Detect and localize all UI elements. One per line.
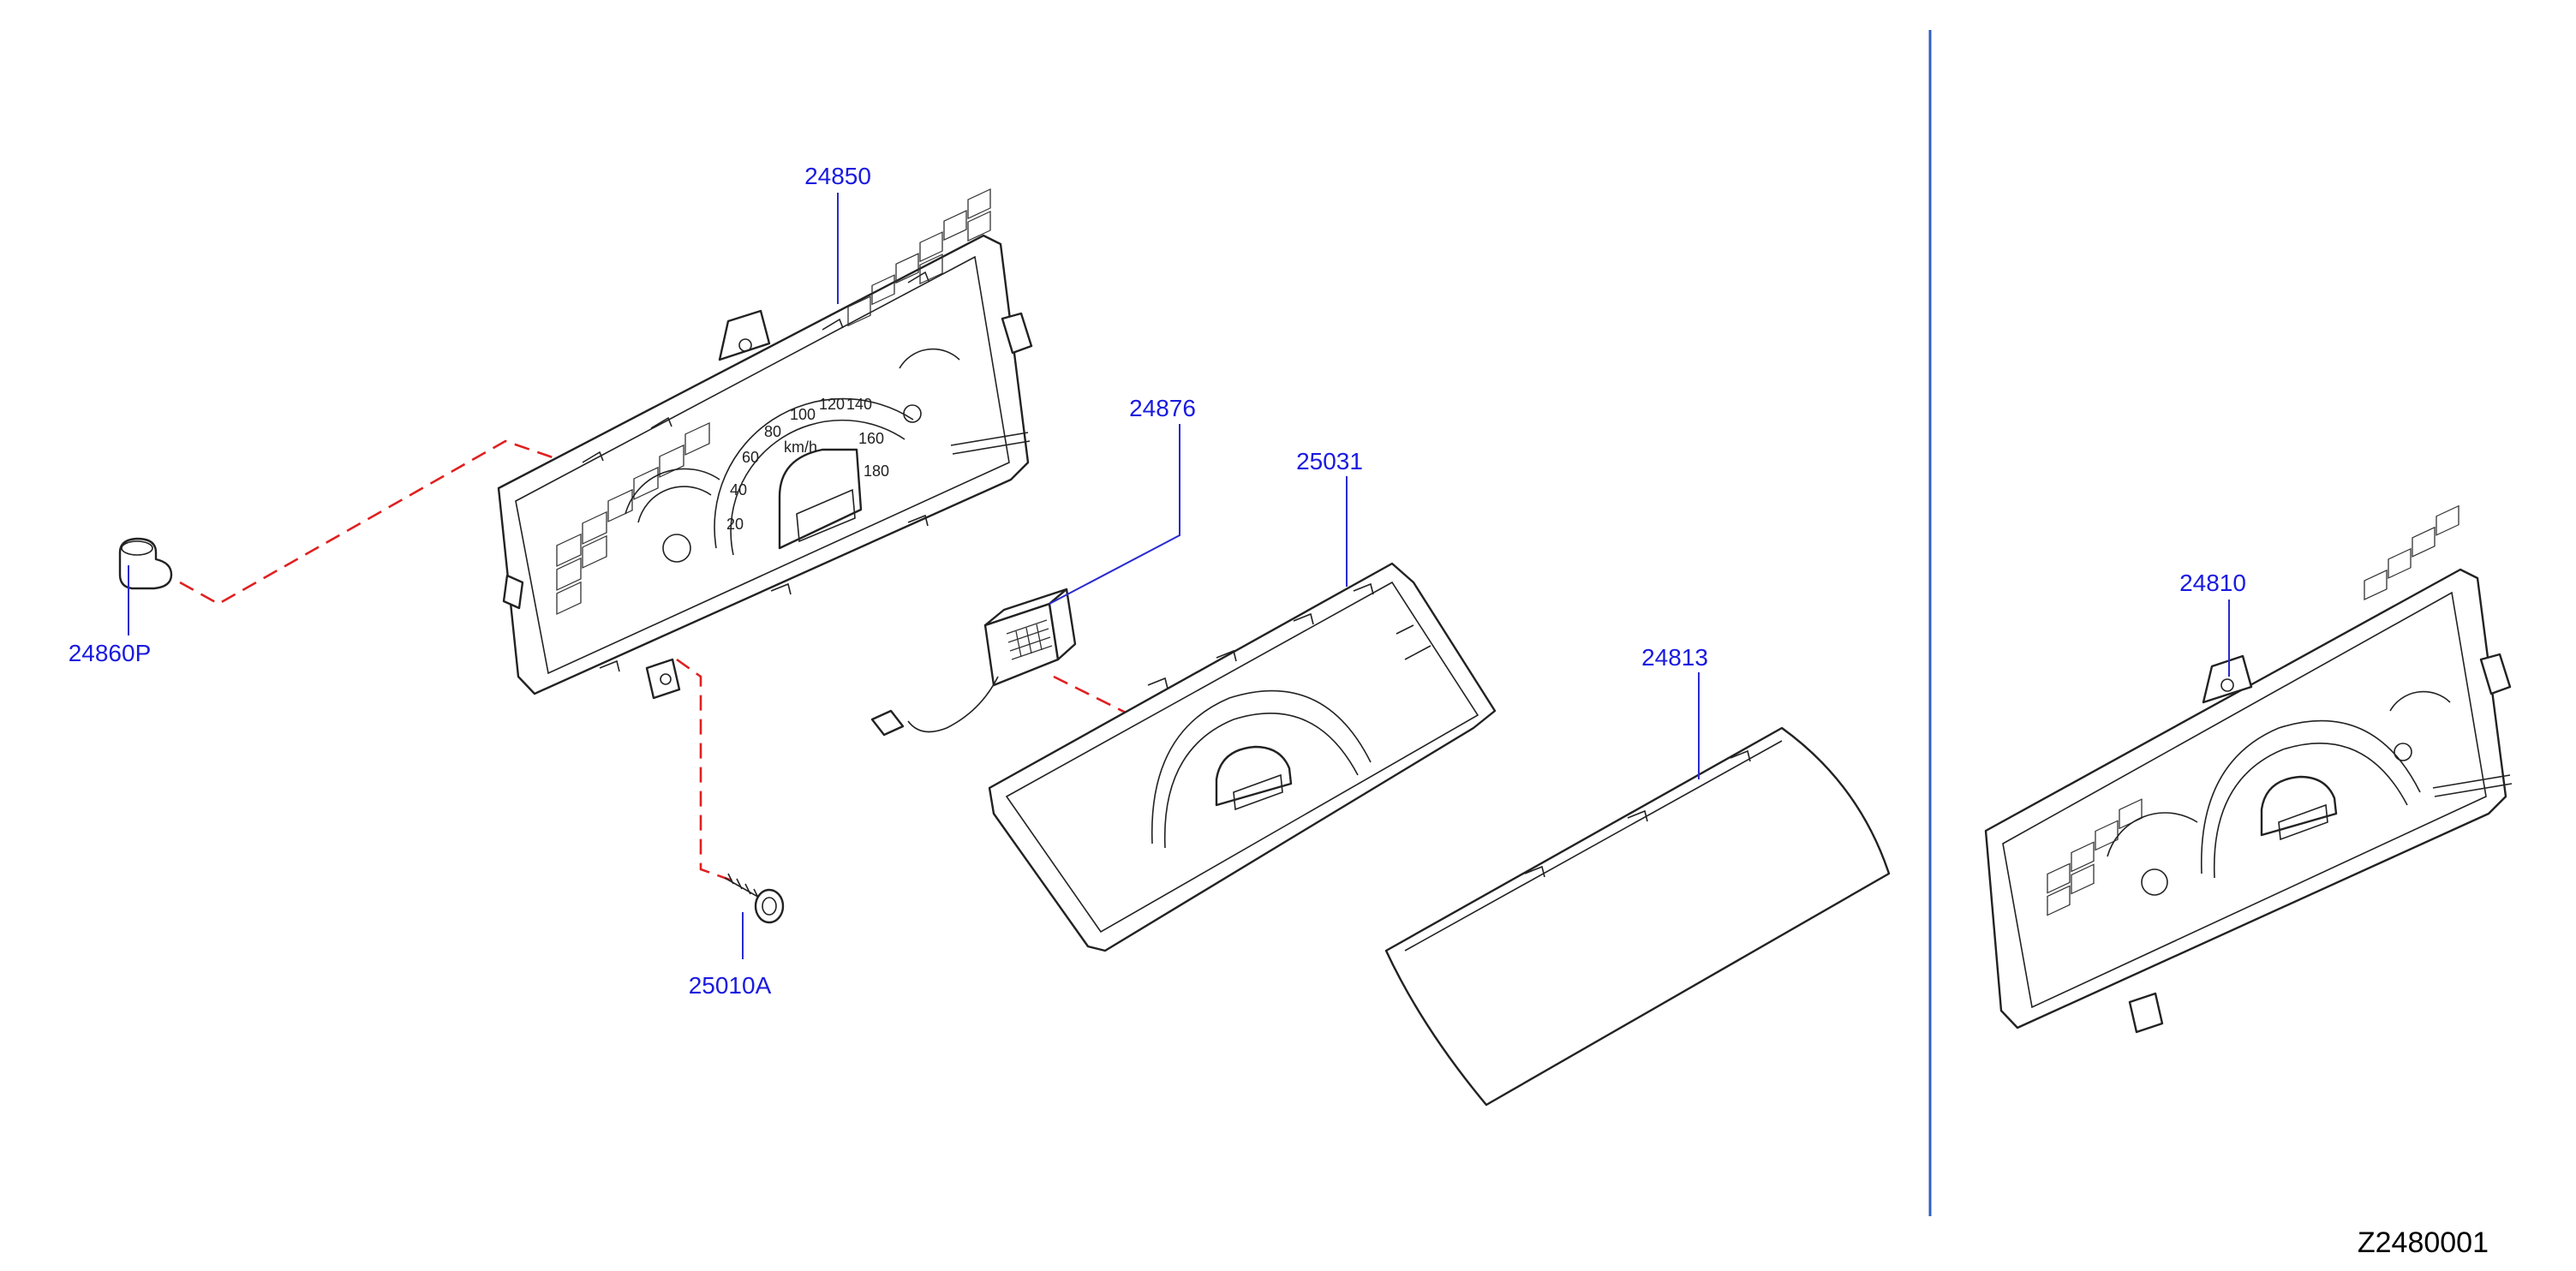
speed-label-180: 180 bbox=[864, 462, 889, 480]
speed-label-60: 60 bbox=[742, 449, 759, 466]
speed-label-20: 20 bbox=[726, 516, 744, 533]
speed-label-120: 120 bbox=[819, 396, 845, 413]
connector-bulb-to-frame bbox=[179, 439, 556, 606]
leader-lines bbox=[128, 193, 2230, 959]
callout-25010A: 25010A bbox=[689, 972, 772, 999]
screw-25010A bbox=[724, 873, 785, 924]
callout-24860P: 24860P bbox=[69, 640, 152, 666]
callout-24810: 24810 bbox=[2179, 570, 2246, 596]
mask-housing-25031 bbox=[988, 562, 1497, 952]
callout-24813: 24813 bbox=[1641, 644, 1708, 671]
speed-label-40: 40 bbox=[730, 481, 747, 498]
callout-24876: 24876 bbox=[1129, 395, 1196, 421]
speed-label-80: 80 bbox=[764, 423, 781, 440]
leader-24876 bbox=[1049, 424, 1180, 605]
connector-module-to-housing bbox=[1053, 675, 1132, 717]
callout-25031: 25031 bbox=[1296, 448, 1363, 474]
drawing-id: Z2480001 bbox=[2358, 1226, 2489, 1259]
callout-24850: 24850 bbox=[804, 163, 871, 189]
dashed-connectors bbox=[179, 439, 1132, 884]
connector-frame-to-screw bbox=[676, 658, 738, 884]
speed-label-160: 160 bbox=[858, 430, 884, 447]
module-24876 bbox=[870, 588, 1077, 737]
callout-labels: 24850 24860P 25010A 24876 25031 24813 24… bbox=[69, 163, 2246, 999]
cluster-assembly-24810 bbox=[1984, 504, 2513, 1034]
speed-label-140: 140 bbox=[846, 396, 872, 413]
speed-unit: km/h bbox=[784, 439, 817, 456]
speed-label-100: 100 bbox=[790, 406, 816, 423]
cluster-frame-24850: 20 40 60 80 100 120 140 160 180 km/h bbox=[497, 188, 1033, 700]
speedometer-numbers: 20 40 60 80 100 120 140 160 180 km/h bbox=[726, 396, 889, 533]
lens-24813 bbox=[1384, 726, 1891, 1107]
